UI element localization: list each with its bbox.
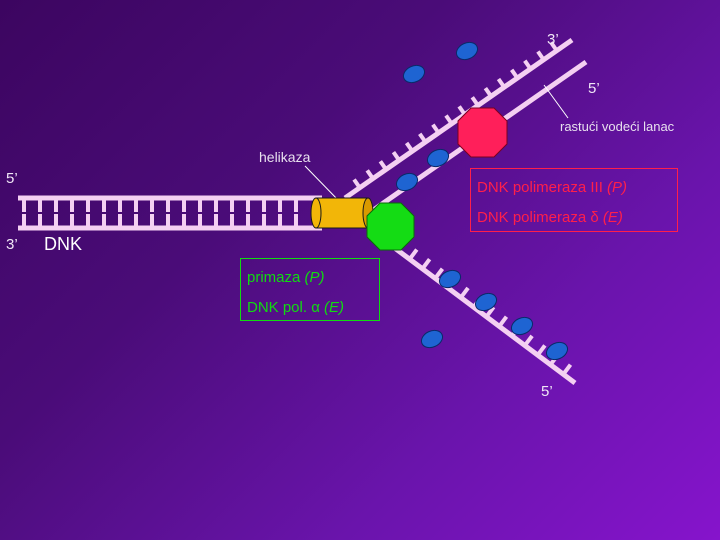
upper-arm-rung [470, 96, 480, 107]
upper-arm-rung [523, 59, 533, 71]
ssb-protein [438, 269, 462, 289]
dna-polymerase-shape [457, 107, 508, 158]
ssb-protein [545, 341, 569, 361]
lower-arm-base [523, 334, 534, 347]
upper-arm-backbone-a [343, 37, 574, 201]
primase-line-2: DNK pol. α (E) [247, 299, 345, 316]
ssb-protein [402, 64, 426, 84]
lower-arm-base [536, 344, 547, 357]
upper-arm-rung [378, 160, 388, 171]
helicase-pointer [304, 165, 341, 203]
upper-arm-rung [352, 178, 362, 189]
ssb-protein [395, 172, 419, 192]
ssb-protein [510, 316, 534, 336]
upper-arm-rung [431, 123, 441, 135]
lower-arm-backbone [366, 225, 577, 386]
upper-arm-rung [404, 141, 414, 153]
upper-arm-rung [444, 114, 454, 125]
top-strand-3prime-label: 3’ [547, 31, 559, 48]
primase-label-box: primaza (P) DNK pol. α (E) [240, 258, 380, 321]
upper-arm-rung [549, 41, 559, 52]
primase-shape [366, 202, 415, 251]
upper-arm-rung [496, 77, 506, 89]
leading-strand-pointer [543, 84, 569, 119]
bottom-strand-5prime-label: 5’ [541, 383, 553, 400]
helicase-label: helikaza [259, 149, 311, 165]
upper-arm-rung [510, 68, 520, 80]
helicase-shape [310, 197, 374, 229]
polymerase-line-1: DNK polimeraza III (P) [477, 179, 628, 196]
upper-arm-rung [536, 50, 546, 61]
ssb-protein [420, 329, 444, 349]
lower-arm-base [484, 305, 496, 318]
dna-left-5prime-label: 5’ [6, 170, 18, 187]
lower-arm-base [408, 248, 419, 261]
lower-arm-base [433, 267, 445, 280]
lower-arm-base [420, 257, 432, 270]
polymerase-line-2: DNK polimeraza δ (E) [477, 209, 623, 226]
upper-arm-rung [418, 132, 428, 144]
upper-arm-rung [483, 86, 493, 98]
lower-arm-base [459, 286, 470, 299]
lower-arm-base [497, 315, 509, 328]
dna-label: DNK [44, 234, 83, 254]
ssb-protein [474, 292, 498, 312]
ssb-proteins [395, 41, 569, 361]
lower-arm-base [561, 363, 573, 376]
ssb-protein [455, 41, 479, 61]
leading-strand-label: rastući vodeći lanac [560, 119, 675, 134]
dna-left-3prime-label: 3’ [6, 236, 18, 253]
upper-arm-rung [391, 150, 401, 162]
upper-arm-rung [365, 169, 375, 180]
top-strand-5prime-label: 5’ [588, 80, 600, 97]
primase-line-1: primaza (P) [247, 269, 325, 286]
dna-strands [18, 37, 588, 386]
upper-arm-rung [457, 105, 467, 116]
polymerase-label-box: DNK polimeraza III (P) DNK polimeraza δ … [470, 168, 678, 232]
ssb-protein [426, 148, 450, 168]
